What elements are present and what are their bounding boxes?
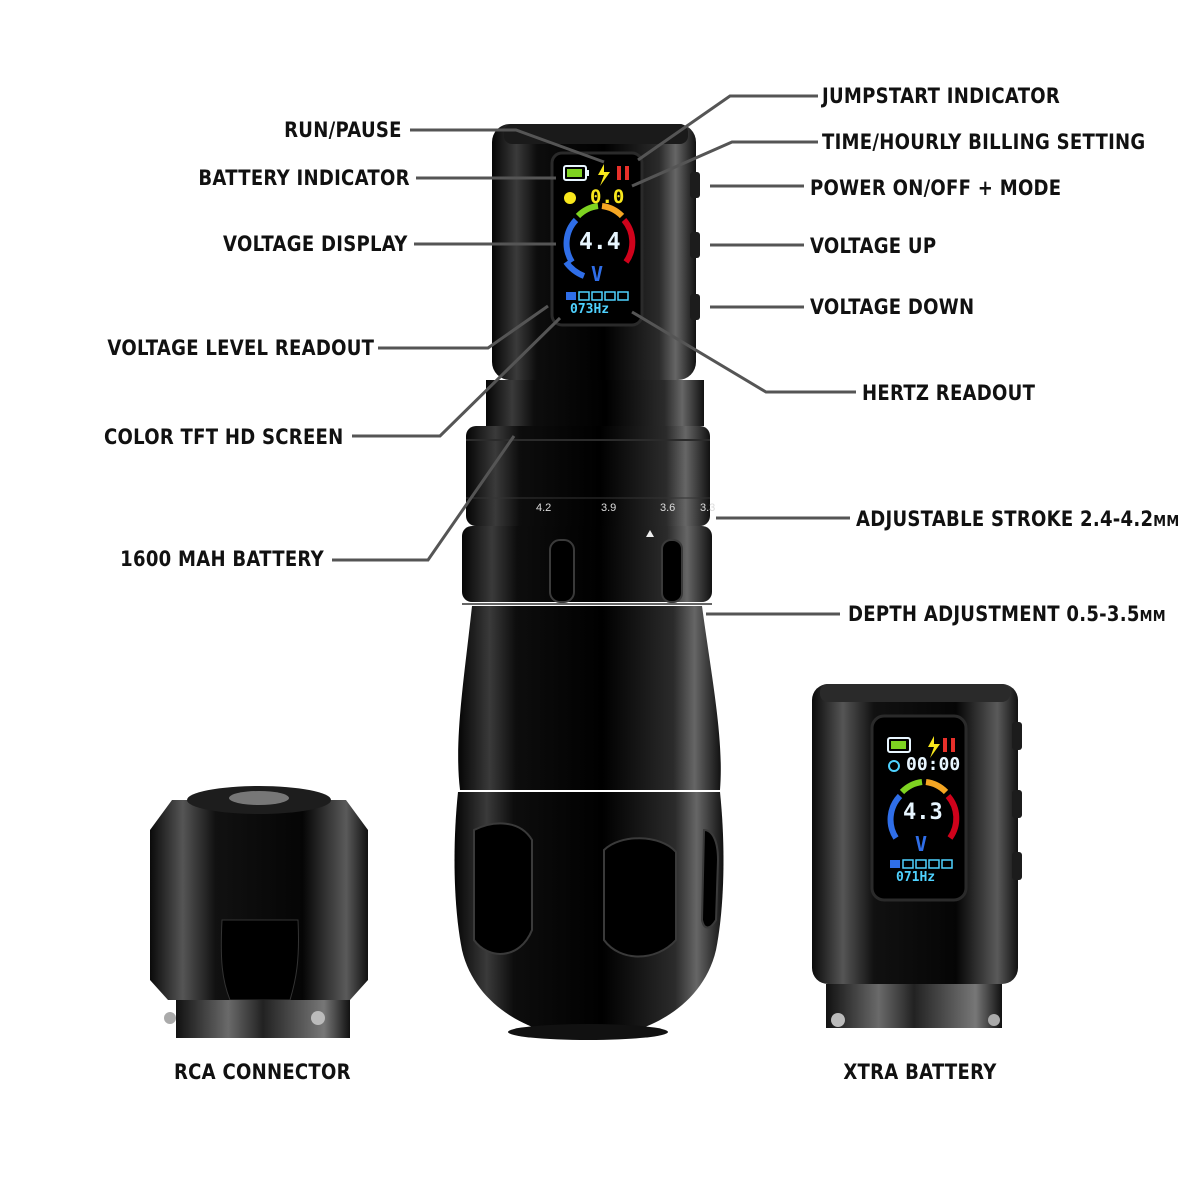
stroke-tick: 4.2 [536,502,552,514]
gauge-arc [563,217,579,264]
main-screen [563,164,636,301]
leader-battery [332,435,516,562]
label-battery-indicator: BATTERY INDICATOR [198,166,410,190]
main-voltage: 4.4 [579,229,621,255]
label-rca: RCA CONNECTOR [174,1060,351,1084]
voltage-down-button [690,294,700,320]
xtra-volt-unit: V [915,832,928,856]
timer-icon [564,192,576,204]
power-mode-button [690,172,700,198]
pause-icon [617,166,621,180]
label-hertz: HERTZ READOUT [862,381,1036,405]
stroke-pointer-icon [646,530,654,537]
label-battery: 1600 MAH BATTERY [120,547,324,571]
leader-time-billing [631,140,818,188]
label-power-mode: POWER ON/OFF + MODE [810,176,1062,200]
label-voltage-level: VOLTAGE LEVEL READOUT [107,336,374,360]
label-stroke: ADJUSTABLE STROKE 2.4-4.2MM [856,507,1180,531]
xtra-voltage: 4.3 [903,800,943,825]
leader-run-pause [410,128,605,164]
label-run-pause: RUN/PAUSE [284,118,402,142]
main-hz: 073Hz [570,302,610,317]
label-depth: DEPTH ADJUSTMENT 0.5-3.5MM [848,602,1166,626]
main-volt-unit: V [591,262,604,286]
label-voltage-up: VOLTAGE UP [810,234,937,258]
stroke-tick: 3.9 [601,502,617,514]
leader-voltage-level [378,304,549,350]
stroke-tick: 3.6 [660,502,676,514]
voltage-up-button [690,232,700,258]
stroke-dial [466,426,710,526]
label-time-billing: TIME/HOURLY BILLING SETTING [822,130,1146,154]
jumpstart-icon [598,164,610,186]
leader-hertz [631,310,856,394]
stroke-tick: 3.3 [700,502,716,514]
leader-lines [332,94,856,616]
xtra-timer: 00:00 [906,754,961,775]
rca-connector [150,786,368,1038]
label-voltage-display: VOLTAGE DISPLAY [223,232,408,256]
label-voltage-down: VOLTAGE DOWN [810,295,975,319]
main-timer: 0.0 [590,186,625,208]
label-xtra: XTRA BATTERY [843,1060,997,1084]
leader-jumpstart [637,94,818,162]
label-jumpstart: JUMPSTART INDICATOR [822,84,1061,108]
main-machine [454,124,724,1040]
label-screen: COLOR TFT HD SCREEN [104,425,344,449]
leader-screen [352,316,562,438]
xtra-hz: 071Hz [896,870,936,885]
depth-ring [462,526,712,602]
xtra-battery [812,684,1022,1028]
